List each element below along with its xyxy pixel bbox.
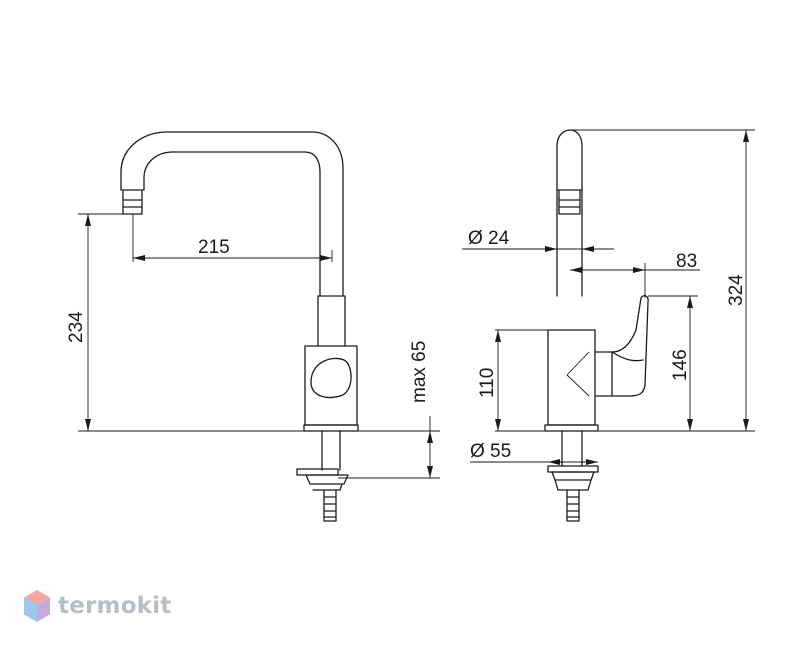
front-spout-outer [120, 131, 344, 297]
brand-name: termokit [58, 593, 172, 619]
front-spout-inner [143, 151, 321, 297]
front-fixing-nut [305, 474, 349, 491]
front-upper-body [317, 295, 346, 347]
front-base-plate [303, 424, 359, 432]
dim-lever-height: 146 [670, 349, 691, 381]
front-aerator [121, 189, 144, 215]
hexagon-logo-icon [24, 590, 50, 622]
dim-hose-diameter: Ø 24 [468, 228, 510, 249]
front-lever [310, 357, 352, 399]
dim-base-diameter: Ø 55 [470, 441, 511, 462]
side-fixing-nut [551, 471, 595, 491]
brand-logo: termokit [22, 585, 171, 627]
front-fixing-plate [296, 468, 339, 476]
dim-spout-reach: 215 [198, 237, 230, 258]
front-dimensions [78, 213, 440, 479]
dim-spout-height: 234 [66, 311, 87, 343]
front-shank [321, 430, 341, 471]
side-shank [561, 430, 583, 467]
side-body [547, 329, 596, 426]
dim-total-height: 324 [726, 274, 747, 306]
side-threaded-stud [566, 489, 580, 522]
side-aerator [557, 189, 582, 215]
side-lever [594, 295, 649, 397]
front-threaded-stud [323, 489, 337, 522]
dim-max-thickness: max 65 [409, 341, 430, 403]
side-fixing-plate [547, 465, 599, 473]
dim-lever-depth: 83 [676, 251, 697, 272]
side-body-detail [566, 351, 590, 397]
side-lever-inner [611, 351, 644, 397]
side-dimensions [462, 129, 755, 465]
dim-body-height: 110 [477, 368, 498, 398]
side-base-plate [544, 424, 599, 432]
front-view [120, 131, 359, 522]
side-view [544, 129, 649, 522]
